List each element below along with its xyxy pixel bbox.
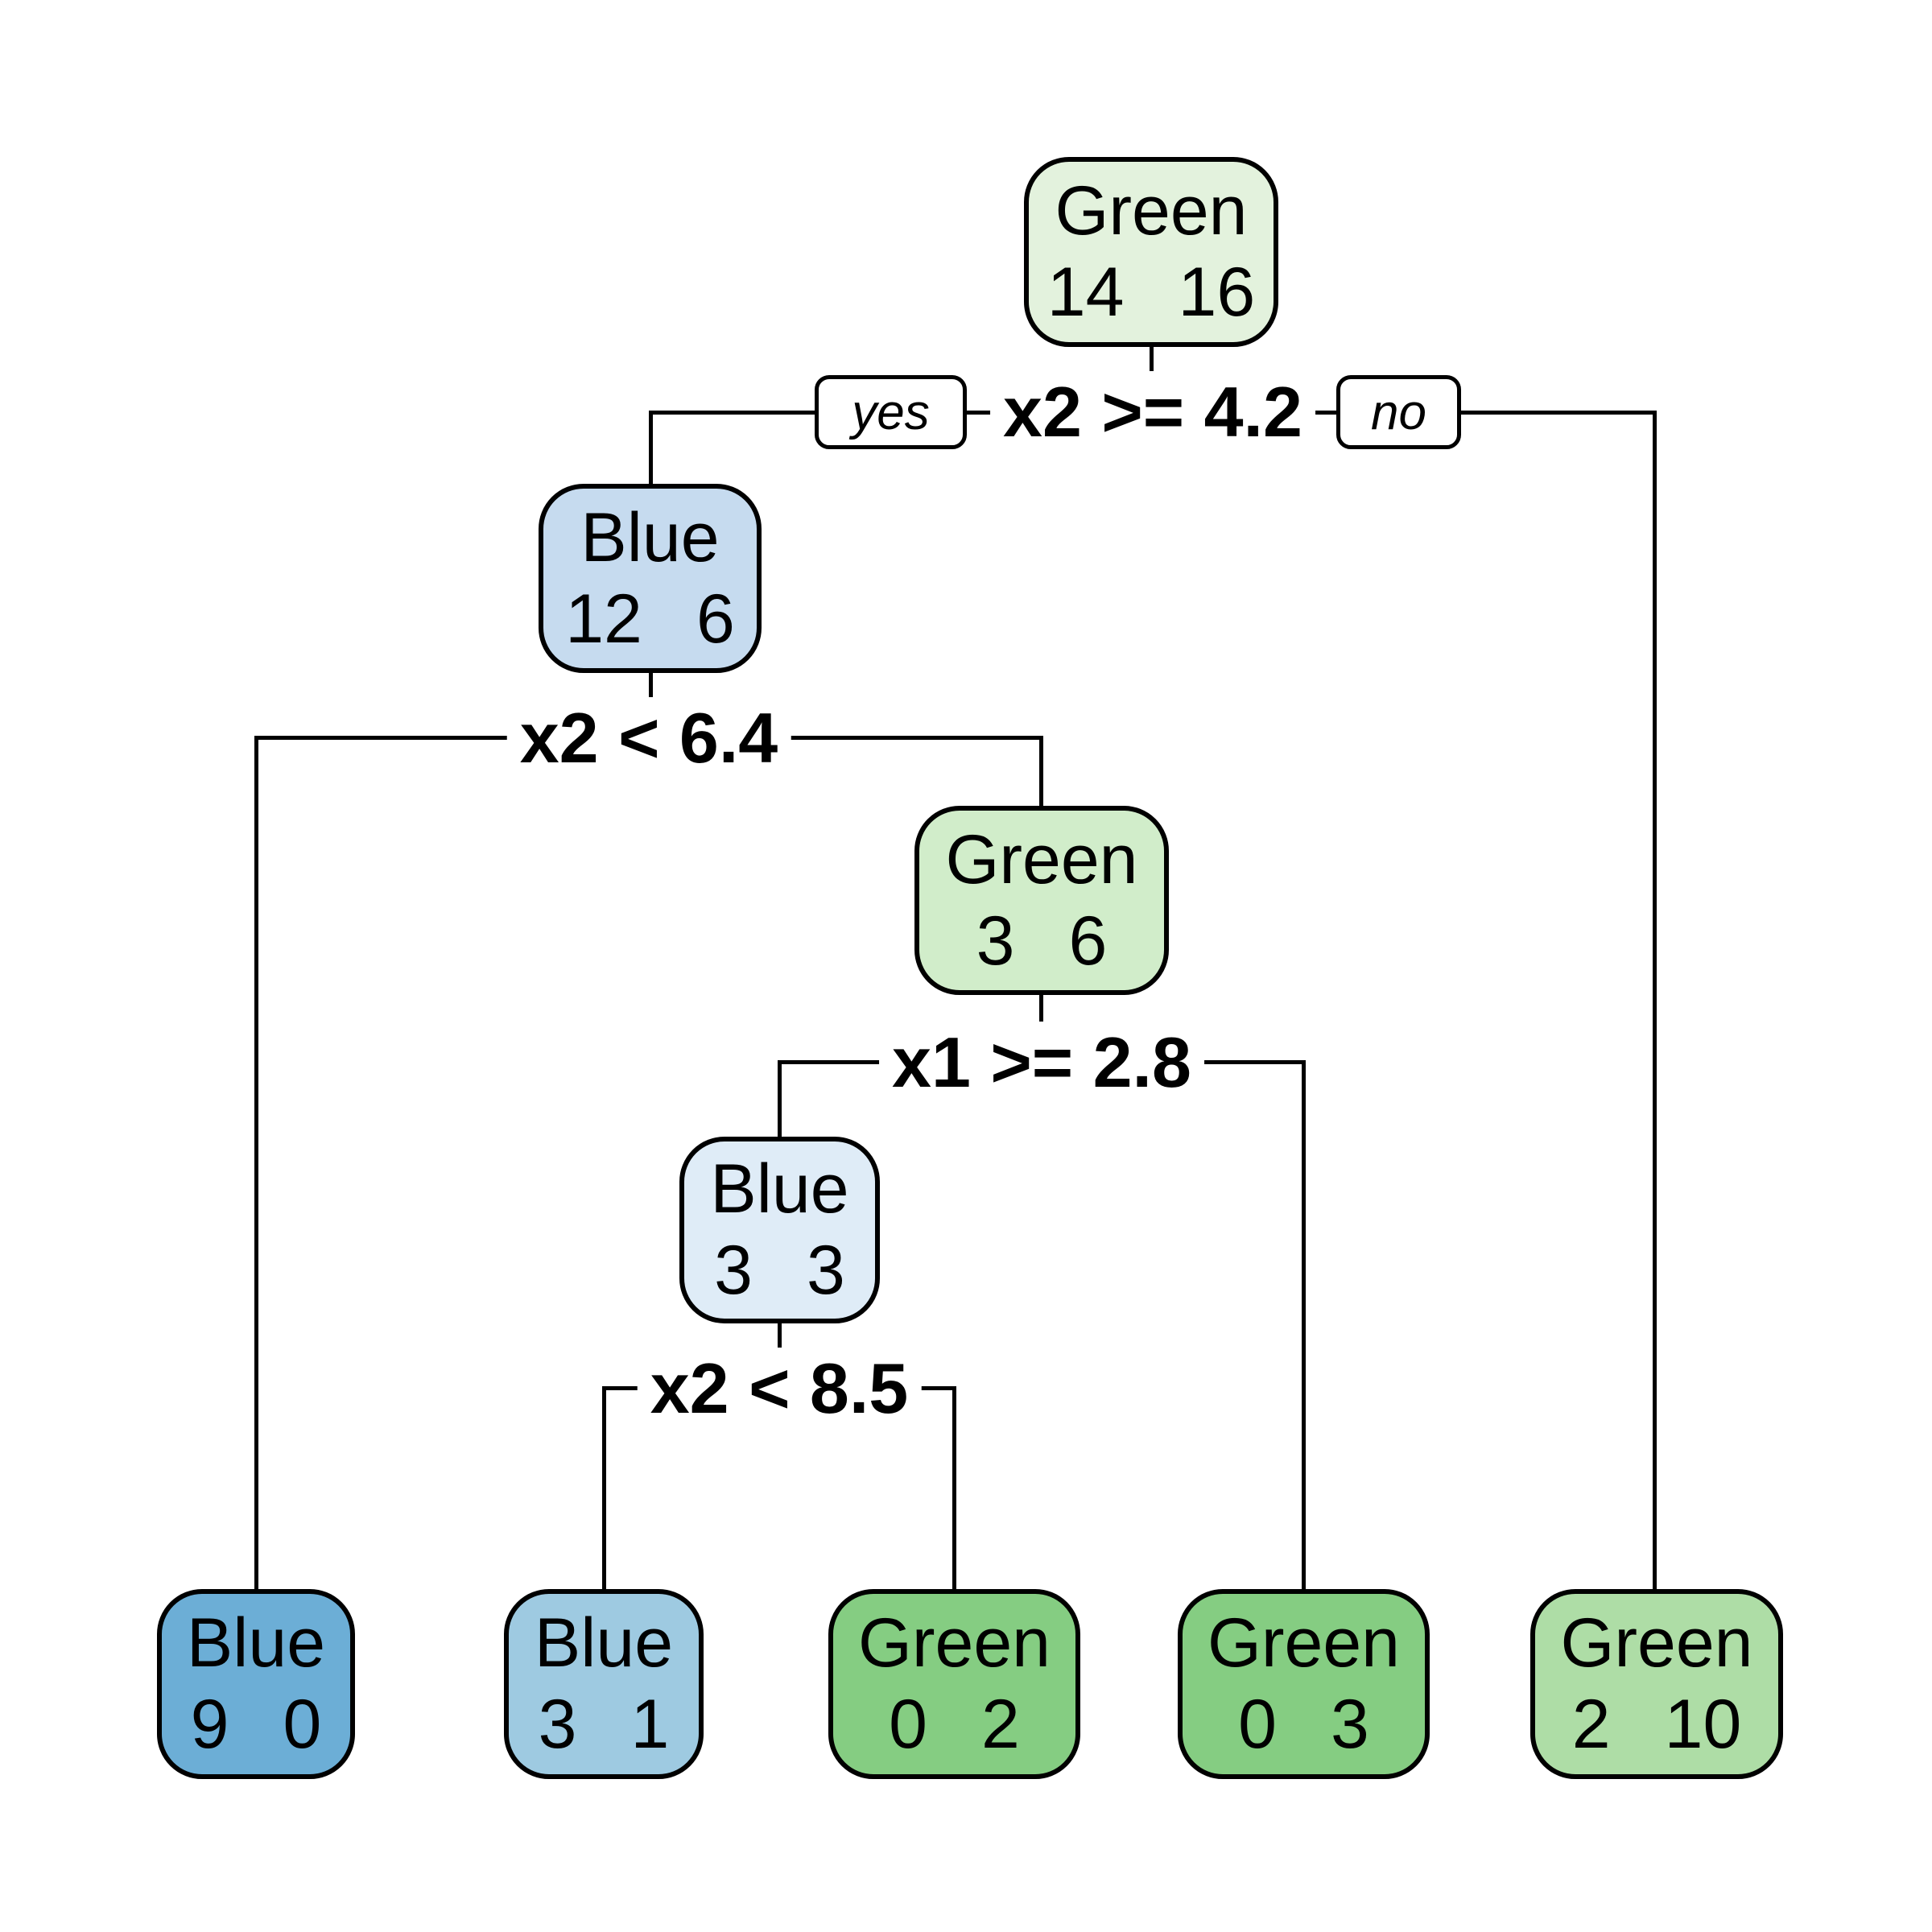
leaf-node-blue-3-1: Blue 3 1 <box>504 1589 704 1779</box>
tree-node-green-3-6: Green 3 6 <box>914 806 1169 995</box>
count-right: 3 <box>1331 1686 1369 1763</box>
branch-line <box>1039 736 1043 808</box>
count-right: 3 <box>807 1232 845 1309</box>
tree-node-blue-12-6: Blue 12 6 <box>539 484 762 673</box>
split-condition-x2-8.5: x2 < 8.5 <box>637 1348 922 1430</box>
leaf-node-green-2-10: Green 2 10 <box>1530 1589 1783 1779</box>
count-left: 3 <box>538 1686 577 1763</box>
count-right: 16 <box>1178 254 1256 331</box>
count-right: 2 <box>981 1686 1020 1763</box>
node-class-label: Green <box>1055 172 1248 250</box>
count-left: 9 <box>190 1686 229 1763</box>
count-right: 10 <box>1664 1686 1742 1763</box>
branch-label-no: no <box>1336 375 1461 449</box>
node-class-label: Blue <box>186 1604 326 1682</box>
split-condition-x2-4.2: x2 >= 4.2 <box>990 371 1315 453</box>
branch-line <box>254 736 258 1591</box>
count-right: 1 <box>630 1686 670 1763</box>
node-class-label: Green <box>1207 1604 1401 1682</box>
tree-node-blue-3-3: Blue 3 3 <box>679 1137 880 1323</box>
count-left: 2 <box>1571 1686 1611 1763</box>
node-counts: 12 6 <box>565 579 735 660</box>
node-counts: 2 10 <box>1572 1684 1742 1765</box>
node-class-label: Blue <box>534 1604 674 1682</box>
split-condition-x2-6.4: x2 < 6.4 <box>506 697 791 779</box>
count-left: 0 <box>889 1686 927 1763</box>
node-class-label: Green <box>945 820 1138 898</box>
count-left: 14 <box>1046 254 1125 331</box>
branch-label-yes: yes <box>815 375 967 449</box>
branch-line <box>778 1060 782 1139</box>
branch-line <box>649 411 653 485</box>
tree-node-root-green: Green 14 16 <box>1024 157 1278 347</box>
node-class-label: Blue <box>710 1150 849 1228</box>
branch-line <box>1302 1060 1306 1591</box>
node-class-label: Green <box>857 1604 1051 1682</box>
count-left: 3 <box>714 1232 753 1309</box>
leaf-node-green-0-2: Green 0 2 <box>828 1589 1080 1779</box>
count-right: 6 <box>696 580 735 658</box>
split-condition-x1-2.8: x1 >= 2.8 <box>879 1022 1204 1104</box>
count-right: 0 <box>283 1686 322 1763</box>
node-counts: 9 0 <box>191 1684 322 1765</box>
node-counts: 3 1 <box>539 1684 670 1765</box>
branch-line <box>1653 411 1657 1591</box>
count-left: 3 <box>976 902 1015 980</box>
branch-line <box>602 1386 606 1591</box>
node-counts: 0 3 <box>1238 1684 1369 1765</box>
node-class-label: Blue <box>580 498 720 576</box>
count-left: 0 <box>1238 1686 1277 1763</box>
count-left: 12 <box>565 580 642 658</box>
count-right: 6 <box>1068 902 1108 980</box>
node-counts: 14 16 <box>1047 252 1255 333</box>
node-counts: 3 6 <box>976 901 1108 982</box>
node-class-label: Green <box>1560 1604 1753 1682</box>
leaf-node-green-0-3: Green 0 3 <box>1178 1589 1430 1779</box>
branch-line <box>952 1386 956 1591</box>
node-counts: 0 2 <box>889 1684 1020 1765</box>
leaf-node-blue-9-0: Blue 9 0 <box>157 1589 355 1779</box>
node-counts: 3 3 <box>714 1230 845 1311</box>
